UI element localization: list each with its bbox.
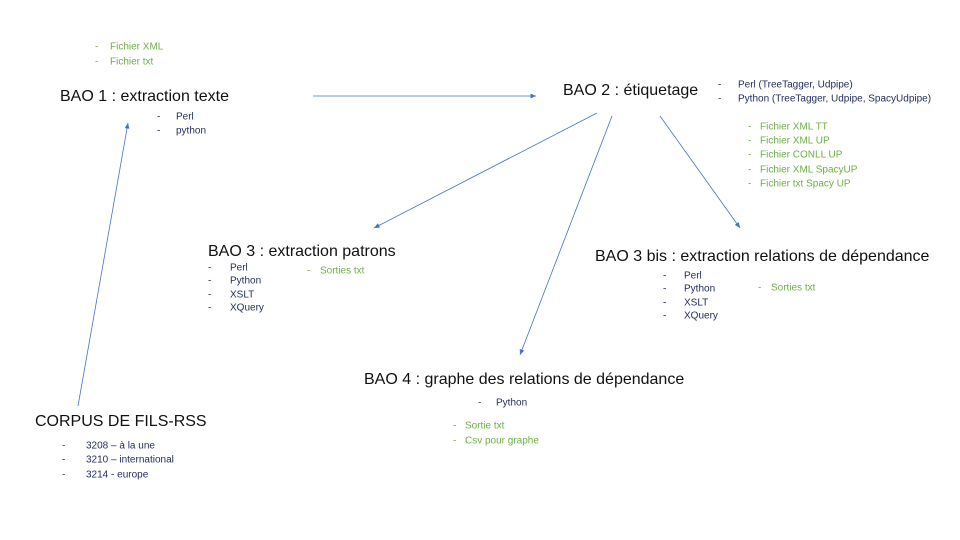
bullet: - [157, 125, 161, 137]
bullet: - [748, 178, 752, 190]
bullet: - [453, 435, 457, 447]
corpus-item: 3210 – international [86, 454, 174, 466]
bao4-output: Csv pour graphe [465, 435, 539, 447]
bao3-tool: XQuery [230, 302, 264, 314]
bullet: - [663, 270, 667, 282]
bao4-tool: Python [496, 397, 528, 409]
bao3bis-tool: Perl [684, 270, 702, 282]
bullet: - [62, 440, 66, 452]
arrow-corpus-to-bao1 [77, 122, 130, 407]
bullet: - [663, 310, 667, 322]
bao2-output: Fichier txt Spacy UP [760, 178, 851, 190]
bao1-tool: python [176, 125, 207, 137]
bullet: - [307, 265, 311, 277]
bao1-title: BAO 1 : extraction texte [60, 88, 229, 105]
bao1-tool: Perl [176, 111, 194, 123]
bullet: - [663, 297, 667, 309]
corpus-title: CORPUS DE FILS-RSS [35, 413, 207, 430]
bao3bis-title: BAO 3 bis : extraction relations de dépe… [595, 248, 930, 265]
corpus-item: 3208 – à la une [86, 440, 155, 452]
bullet: - [718, 93, 722, 105]
arrow-bao2-to-bao4 [519, 115, 613, 356]
bullet: - [62, 454, 66, 466]
bullet: - [62, 469, 66, 481]
bao3-title: BAO 3 : extraction patrons [208, 243, 396, 260]
bullet: - [748, 149, 752, 161]
arrow-bao2-to-bao3 [373, 112, 598, 229]
bullet: - [748, 164, 752, 176]
bullet: - [453, 420, 457, 432]
bao3bis-tool: Python [684, 283, 716, 295]
bullet: - [208, 302, 212, 314]
bullet: - [208, 275, 212, 287]
bao3-output: Sorties txt [320, 265, 365, 277]
bao3bis-output: Sorties txt [771, 282, 816, 294]
bullet: - [748, 121, 752, 133]
bao3bis-tool: XSLT [684, 297, 709, 309]
bao4-title: BAO 4 : graphe des relations de dépendan… [364, 371, 685, 388]
bullet: - [748, 135, 752, 147]
bao4-output: Sortie txt [465, 420, 505, 432]
bullet: - [95, 56, 99, 68]
bao2-output: Fichier XML UP [760, 135, 830, 147]
bao1-output: Fichier txt [110, 56, 154, 68]
bullet: - [208, 289, 212, 301]
bullet: - [663, 283, 667, 295]
bullet: - [208, 262, 212, 274]
bullet: - [758, 282, 762, 294]
bao3-tool: Python [230, 275, 262, 287]
bao2-output: Fichier XML SpacyUP [760, 164, 858, 176]
bao1-output: Fichier XML [110, 41, 164, 53]
corpus-item: 3214 - europe [86, 469, 149, 481]
bao2-output: Fichier XML TT [760, 121, 828, 133]
bao2-title: BAO 2 : étiquetage [563, 82, 699, 99]
bao2-tool: Python (TreeTagger, Udpipe, SpacyUdpipe) [738, 93, 932, 105]
bullet: - [95, 41, 99, 53]
arrow-bao2-to-bao3bis [659, 115, 741, 229]
bao3-tool: Perl [230, 262, 248, 274]
bao2-tool: Perl (TreeTagger, Udpipe) [738, 79, 853, 91]
bao2-output: Fichier CONLL UP [760, 149, 843, 161]
bao3-tool: XSLT [230, 289, 255, 301]
bao3bis-tool: XQuery [684, 310, 718, 322]
bullet: - [157, 111, 161, 123]
bullet: - [718, 79, 722, 91]
bullet: - [478, 397, 482, 409]
